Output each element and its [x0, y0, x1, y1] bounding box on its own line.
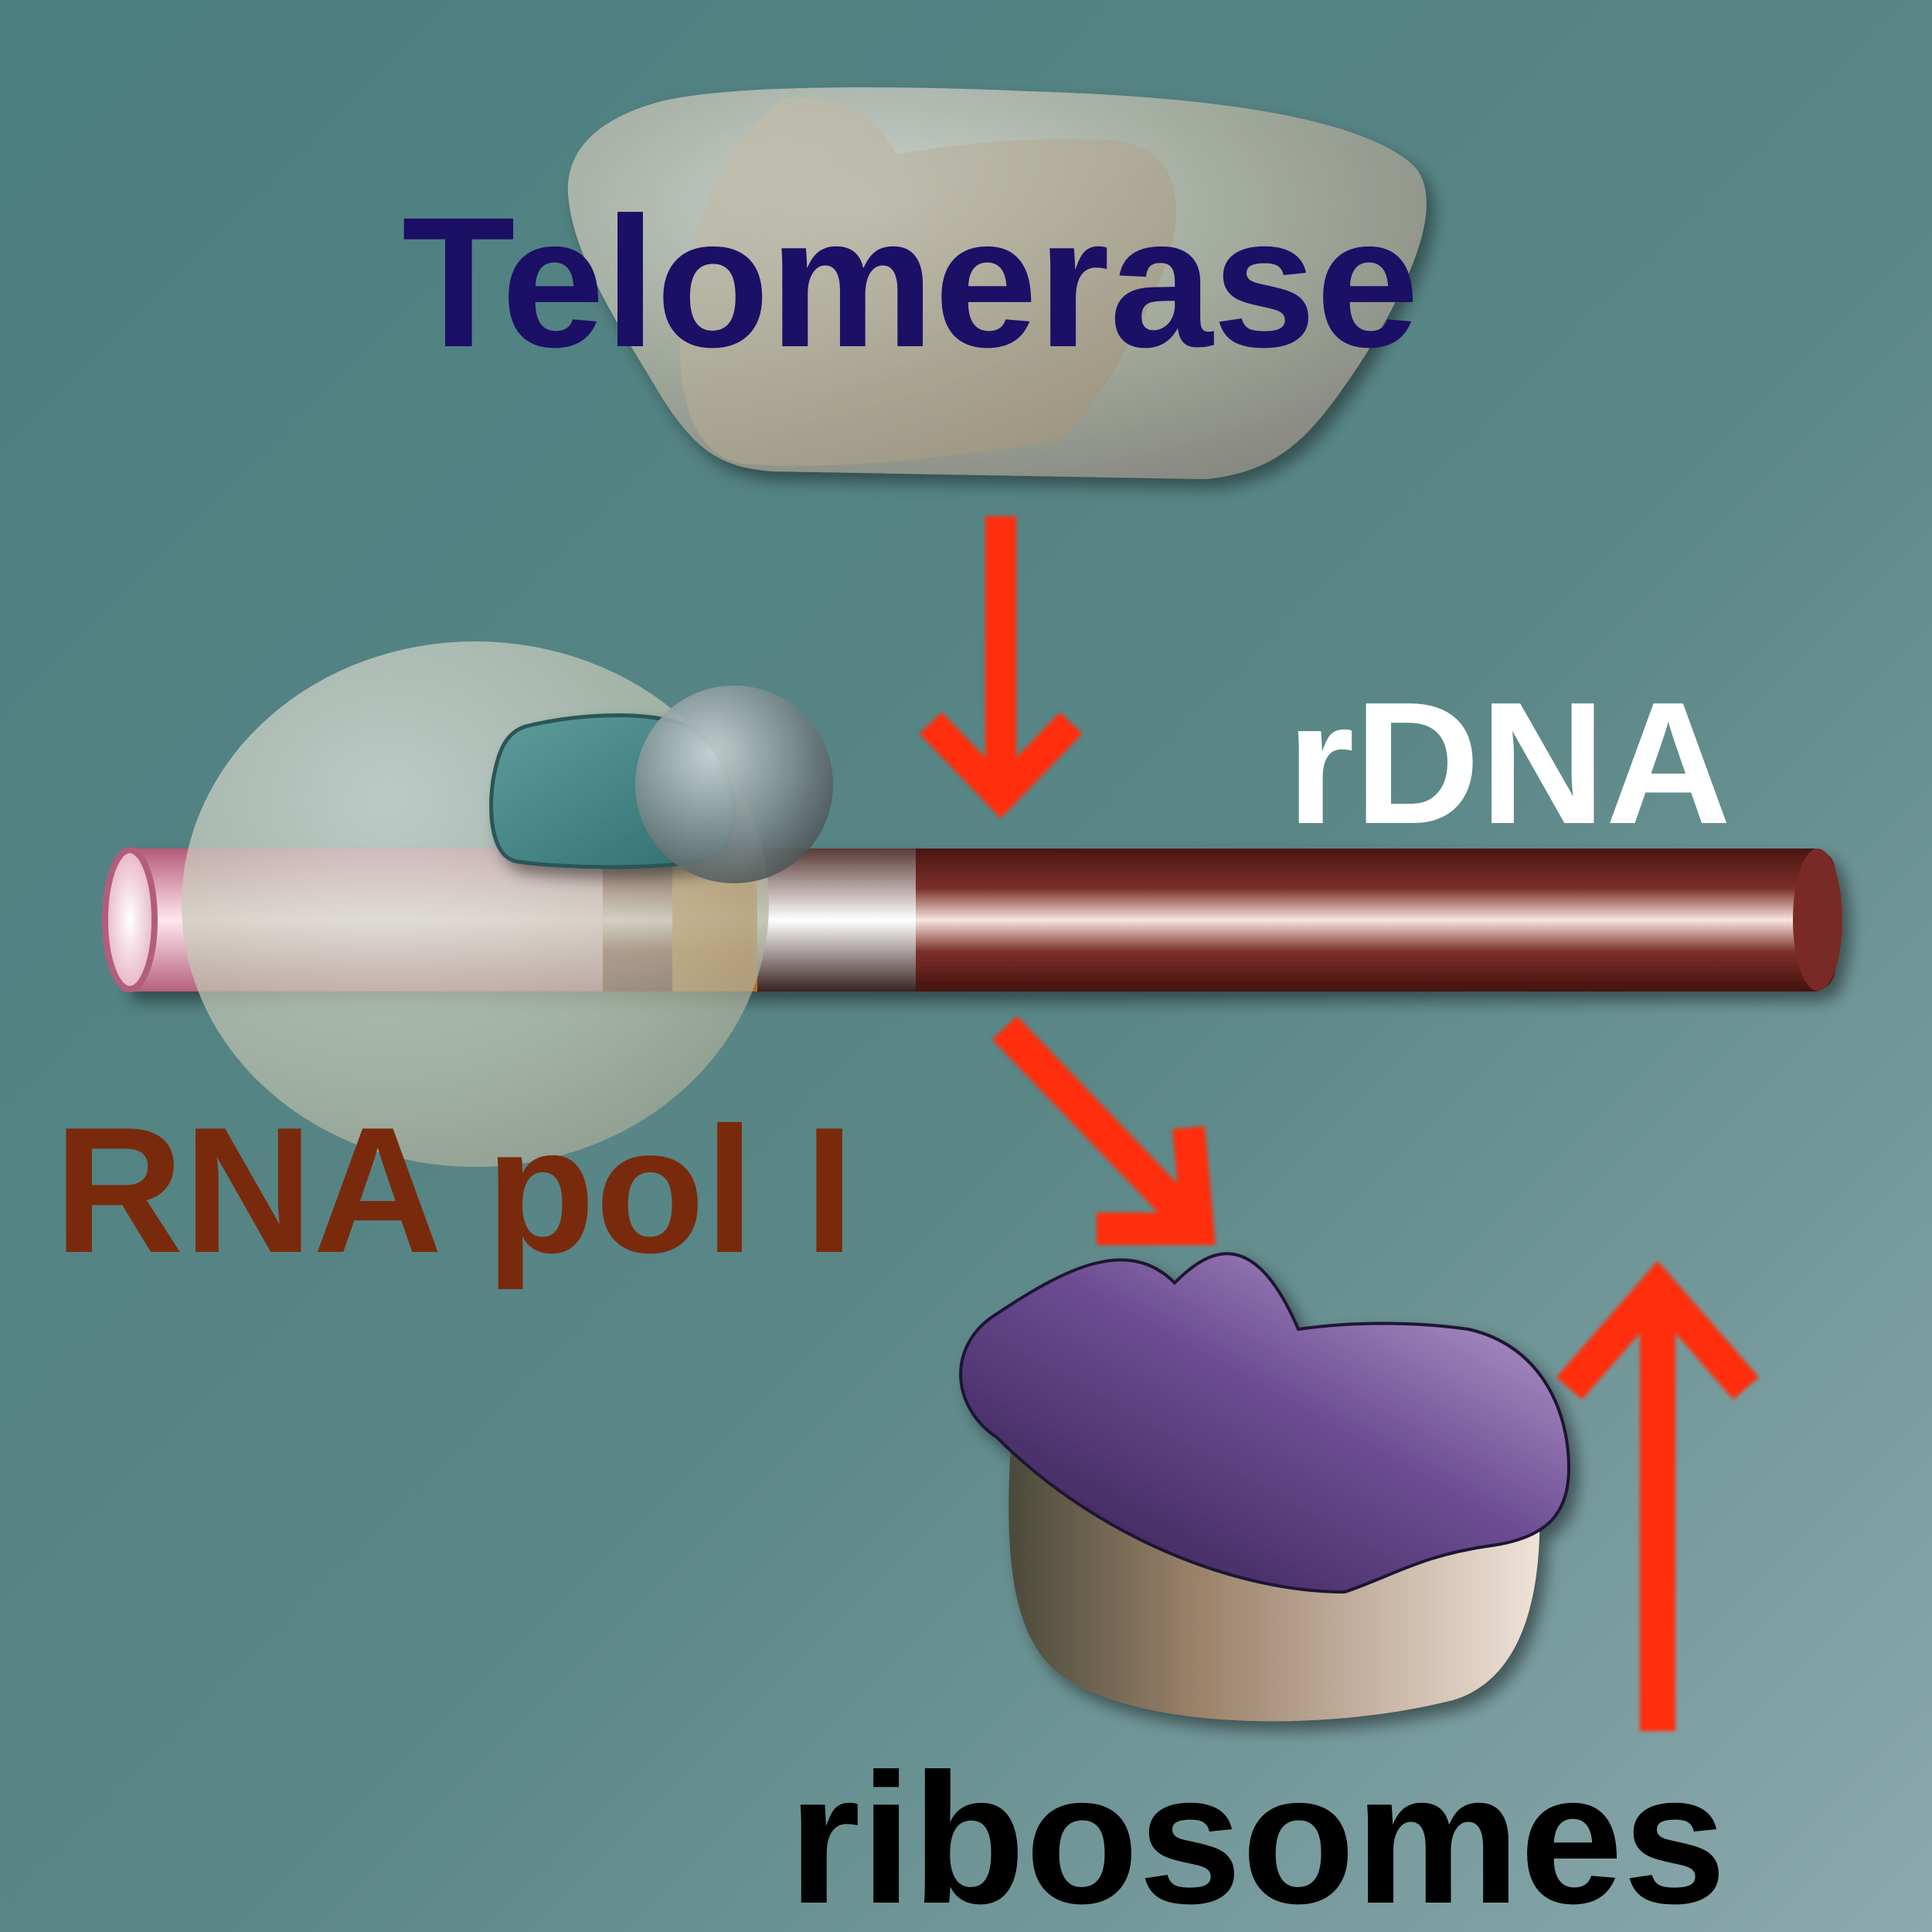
rdna-rod-end-cap [102, 847, 158, 992]
arrow-rdna-to-ribosomes [992, 1015, 1216, 1245]
telomerase-label: Telomerase [402, 179, 1419, 386]
rdna-label: rDNA [1287, 665, 1731, 860]
ribosomes-label: ribosomes [788, 1735, 1726, 1932]
ribosome [959, 1252, 1571, 1722]
rna-pol-i-complex [182, 641, 833, 1167]
arrow-telomerase-to-rdna [919, 516, 1083, 818]
rna-pol-i-label: RNA pol I [54, 1090, 854, 1291]
arrow-increase-up [1556, 1260, 1760, 1731]
telomerase-protein [567, 87, 1427, 479]
